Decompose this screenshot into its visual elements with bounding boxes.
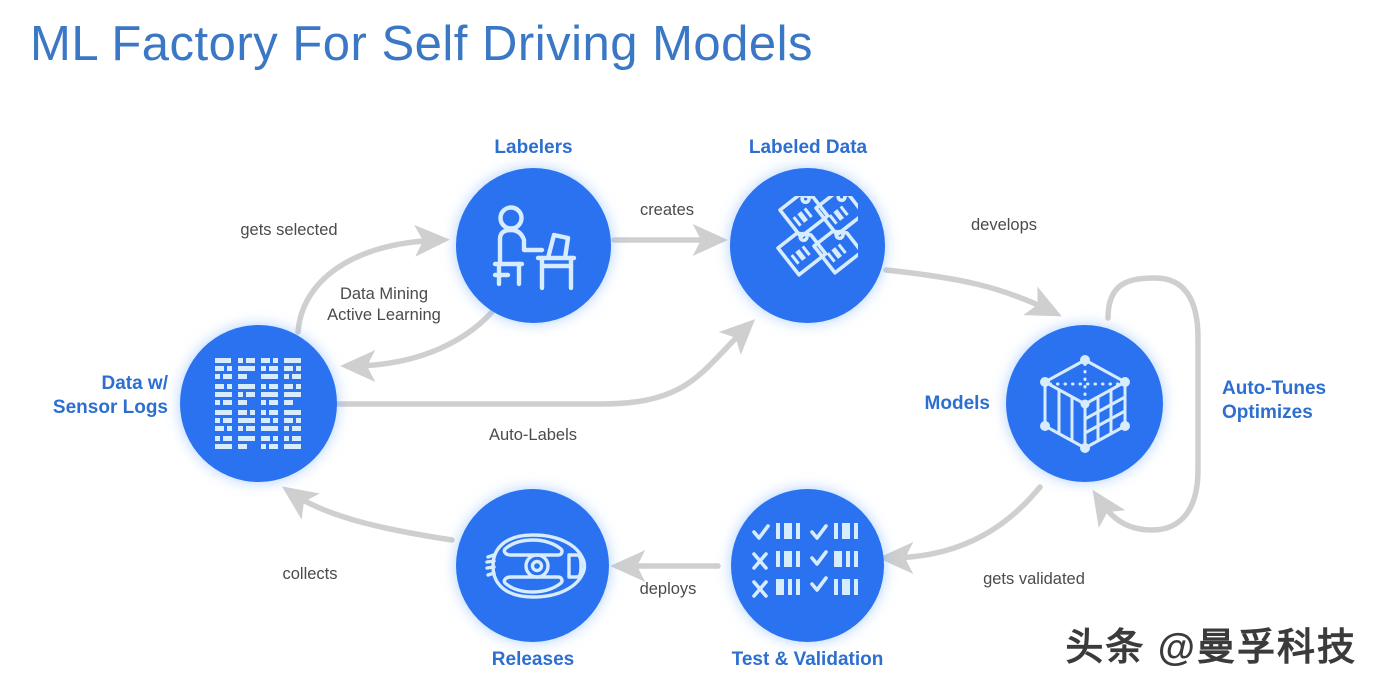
- node-labeled-data[interactable]: [730, 168, 885, 323]
- data-grid-icon: [214, 357, 301, 449]
- node-models[interactable]: [1006, 325, 1163, 482]
- edge-label-gets-selected: gets selected: [240, 221, 338, 239]
- node-test-validation[interactable]: [731, 489, 884, 642]
- edge-gets-validated: [878, 484, 1043, 574]
- node-label-labeled-data: Labeled Data: [748, 137, 868, 158]
- edge-label-auto-labels: Auto-Labels: [488, 426, 578, 444]
- node-label-test-validation: Test & Validation: [731, 649, 884, 670]
- page-title: ML Factory For Self Driving Models: [30, 17, 814, 71]
- edge-label-data-mining: Data Mining Active Learning: [327, 285, 441, 325]
- edge-label-deploys: deploys: [639, 580, 697, 598]
- edge-label-creates: creates: [639, 201, 695, 219]
- edge-collects: [281, 486, 455, 543]
- node-label-releases: Releases: [491, 649, 575, 670]
- node-data[interactable]: [180, 325, 337, 482]
- car-top-icon: [484, 532, 586, 599]
- edge-label-collects: collects: [282, 565, 338, 583]
- edge-develops: [883, 267, 1062, 317]
- node-label-auto-tunes: Auto-Tunes Optimizes: [1222, 378, 1327, 424]
- node-releases[interactable]: [456, 489, 609, 642]
- price-tags-icon: [775, 195, 858, 277]
- edge-auto-labels: [335, 319, 756, 407]
- edge-label-develops: develops: [970, 216, 1038, 234]
- checklist-icon: [751, 522, 858, 598]
- node-label-models: Models: [924, 393, 990, 414]
- edge-label-gets-validated: gets validated: [983, 570, 1085, 588]
- person-desk-icon: [492, 204, 576, 290]
- node-label-data: Data w/ Sensor Logs: [52, 373, 168, 419]
- cube-mesh-icon: [1039, 354, 1130, 453]
- watermark: 头条 @曼孚科技: [1065, 627, 1357, 669]
- node-label-labelers: Labelers: [494, 137, 573, 158]
- node-labelers[interactable]: [456, 168, 611, 323]
